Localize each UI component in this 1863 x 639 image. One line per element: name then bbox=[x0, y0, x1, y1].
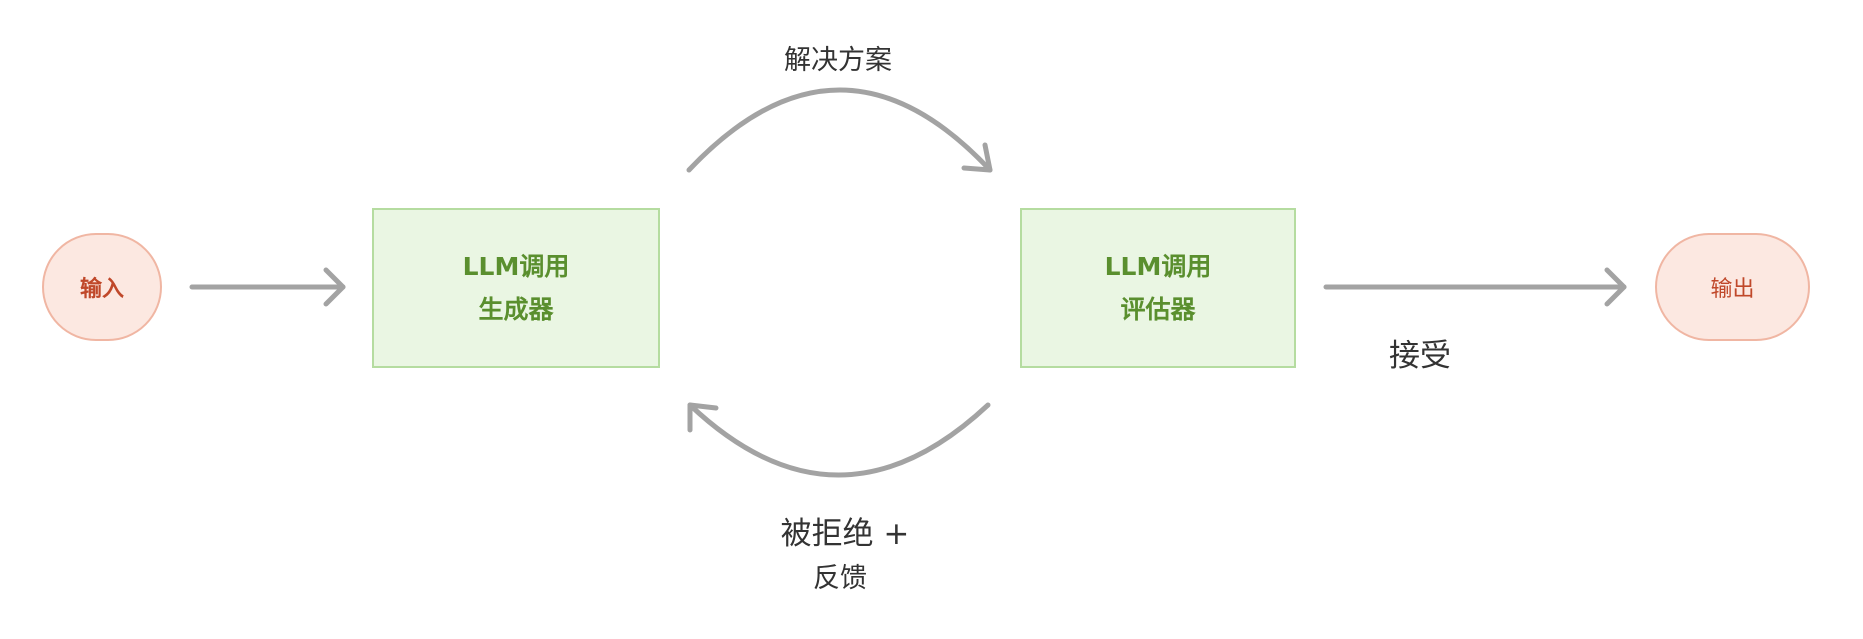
evaluator-node: LLM调用 评估器 bbox=[1020, 208, 1296, 368]
output-node: 输出 bbox=[1655, 233, 1810, 341]
input-node: 输入 bbox=[42, 233, 162, 341]
evaluator-title: LLM调用 bbox=[1104, 252, 1212, 281]
input-label: 输入 bbox=[79, 277, 124, 302]
feedback-edge-label: 反馈 bbox=[813, 563, 867, 594]
accept-edge-label: 接受 bbox=[1389, 338, 1451, 374]
generator-node: LLM调用 生成器 bbox=[372, 208, 660, 368]
solution-edge-label: 解决方案 bbox=[784, 45, 892, 76]
solution-arrow bbox=[686, 87, 993, 173]
generator-subtitle: 生成器 bbox=[478, 295, 554, 324]
feedback-arrow bbox=[687, 402, 991, 478]
evaluator-subtitle: 评估器 bbox=[1120, 295, 1196, 324]
input-to-generator-arrow bbox=[189, 267, 346, 307]
generator-title: LLM调用 bbox=[462, 252, 570, 281]
evaluator-to-output-arrow bbox=[1323, 267, 1627, 307]
output-label: 输出 bbox=[1710, 277, 1755, 302]
rejected-edge-label: 被拒绝 + bbox=[780, 516, 910, 552]
